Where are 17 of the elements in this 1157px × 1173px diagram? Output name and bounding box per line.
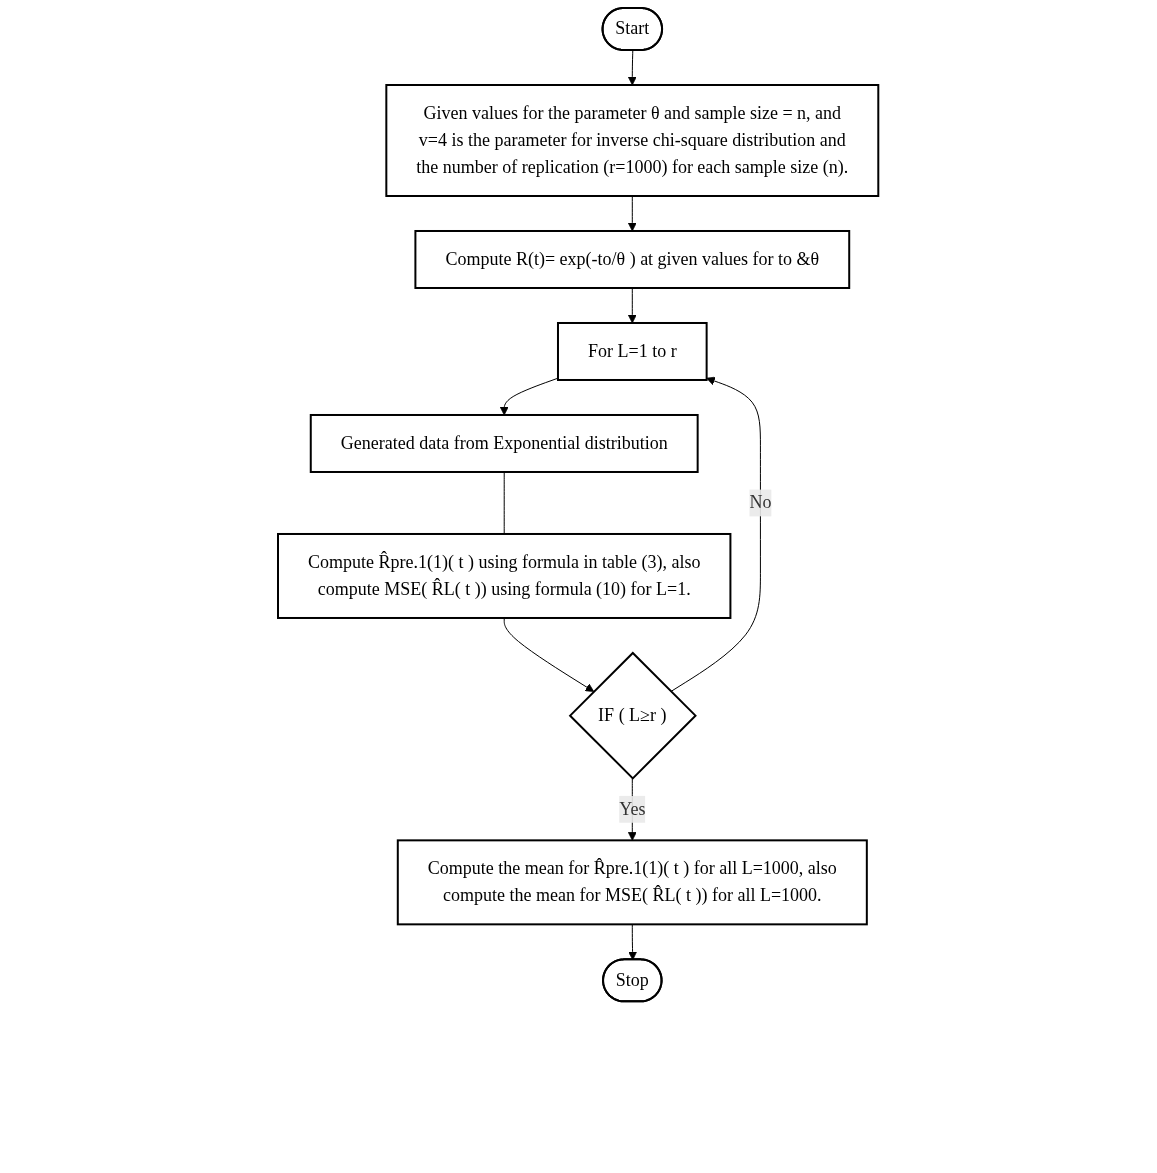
arrow bbox=[628, 195, 638, 232]
edge-label: No bbox=[749, 492, 772, 513]
node-box: Compute R̂pre.1(1)( t ) using formula in table (3), also compute MSE( R̂L( t )) using formula (10) for L=1. bbox=[277, 533, 732, 619]
arrow bbox=[500, 377, 559, 416]
node-box: Given values for the parameter θ and sample size = n, and v=4 is the parameter for inverse chi-square distribution and the number of replication (r=1000) for each sample size (n). bbox=[385, 84, 880, 197]
node-box: For L=1 to r bbox=[557, 322, 708, 381]
arrow bbox=[504, 617, 595, 692]
connector bbox=[504, 471, 506, 535]
arrow bbox=[628, 287, 638, 324]
edge-label: Yes bbox=[619, 798, 646, 819]
node-box: Compute the mean for R̂pre.1(1)( t ) for all L=1000, also compute the mean for MSE( R̂L( t )) for all L=1000. bbox=[397, 839, 869, 926]
arrow bbox=[628, 923, 638, 961]
node-box: Generated data from Exponential distribution bbox=[310, 414, 699, 473]
node-diamond: IF ( L≥r ) bbox=[569, 651, 698, 780]
arrow bbox=[628, 50, 638, 86]
node-box: Compute R(t)= exp(-to/θ ) at given values for to &θ bbox=[414, 230, 851, 289]
arrow bbox=[670, 376, 762, 693]
